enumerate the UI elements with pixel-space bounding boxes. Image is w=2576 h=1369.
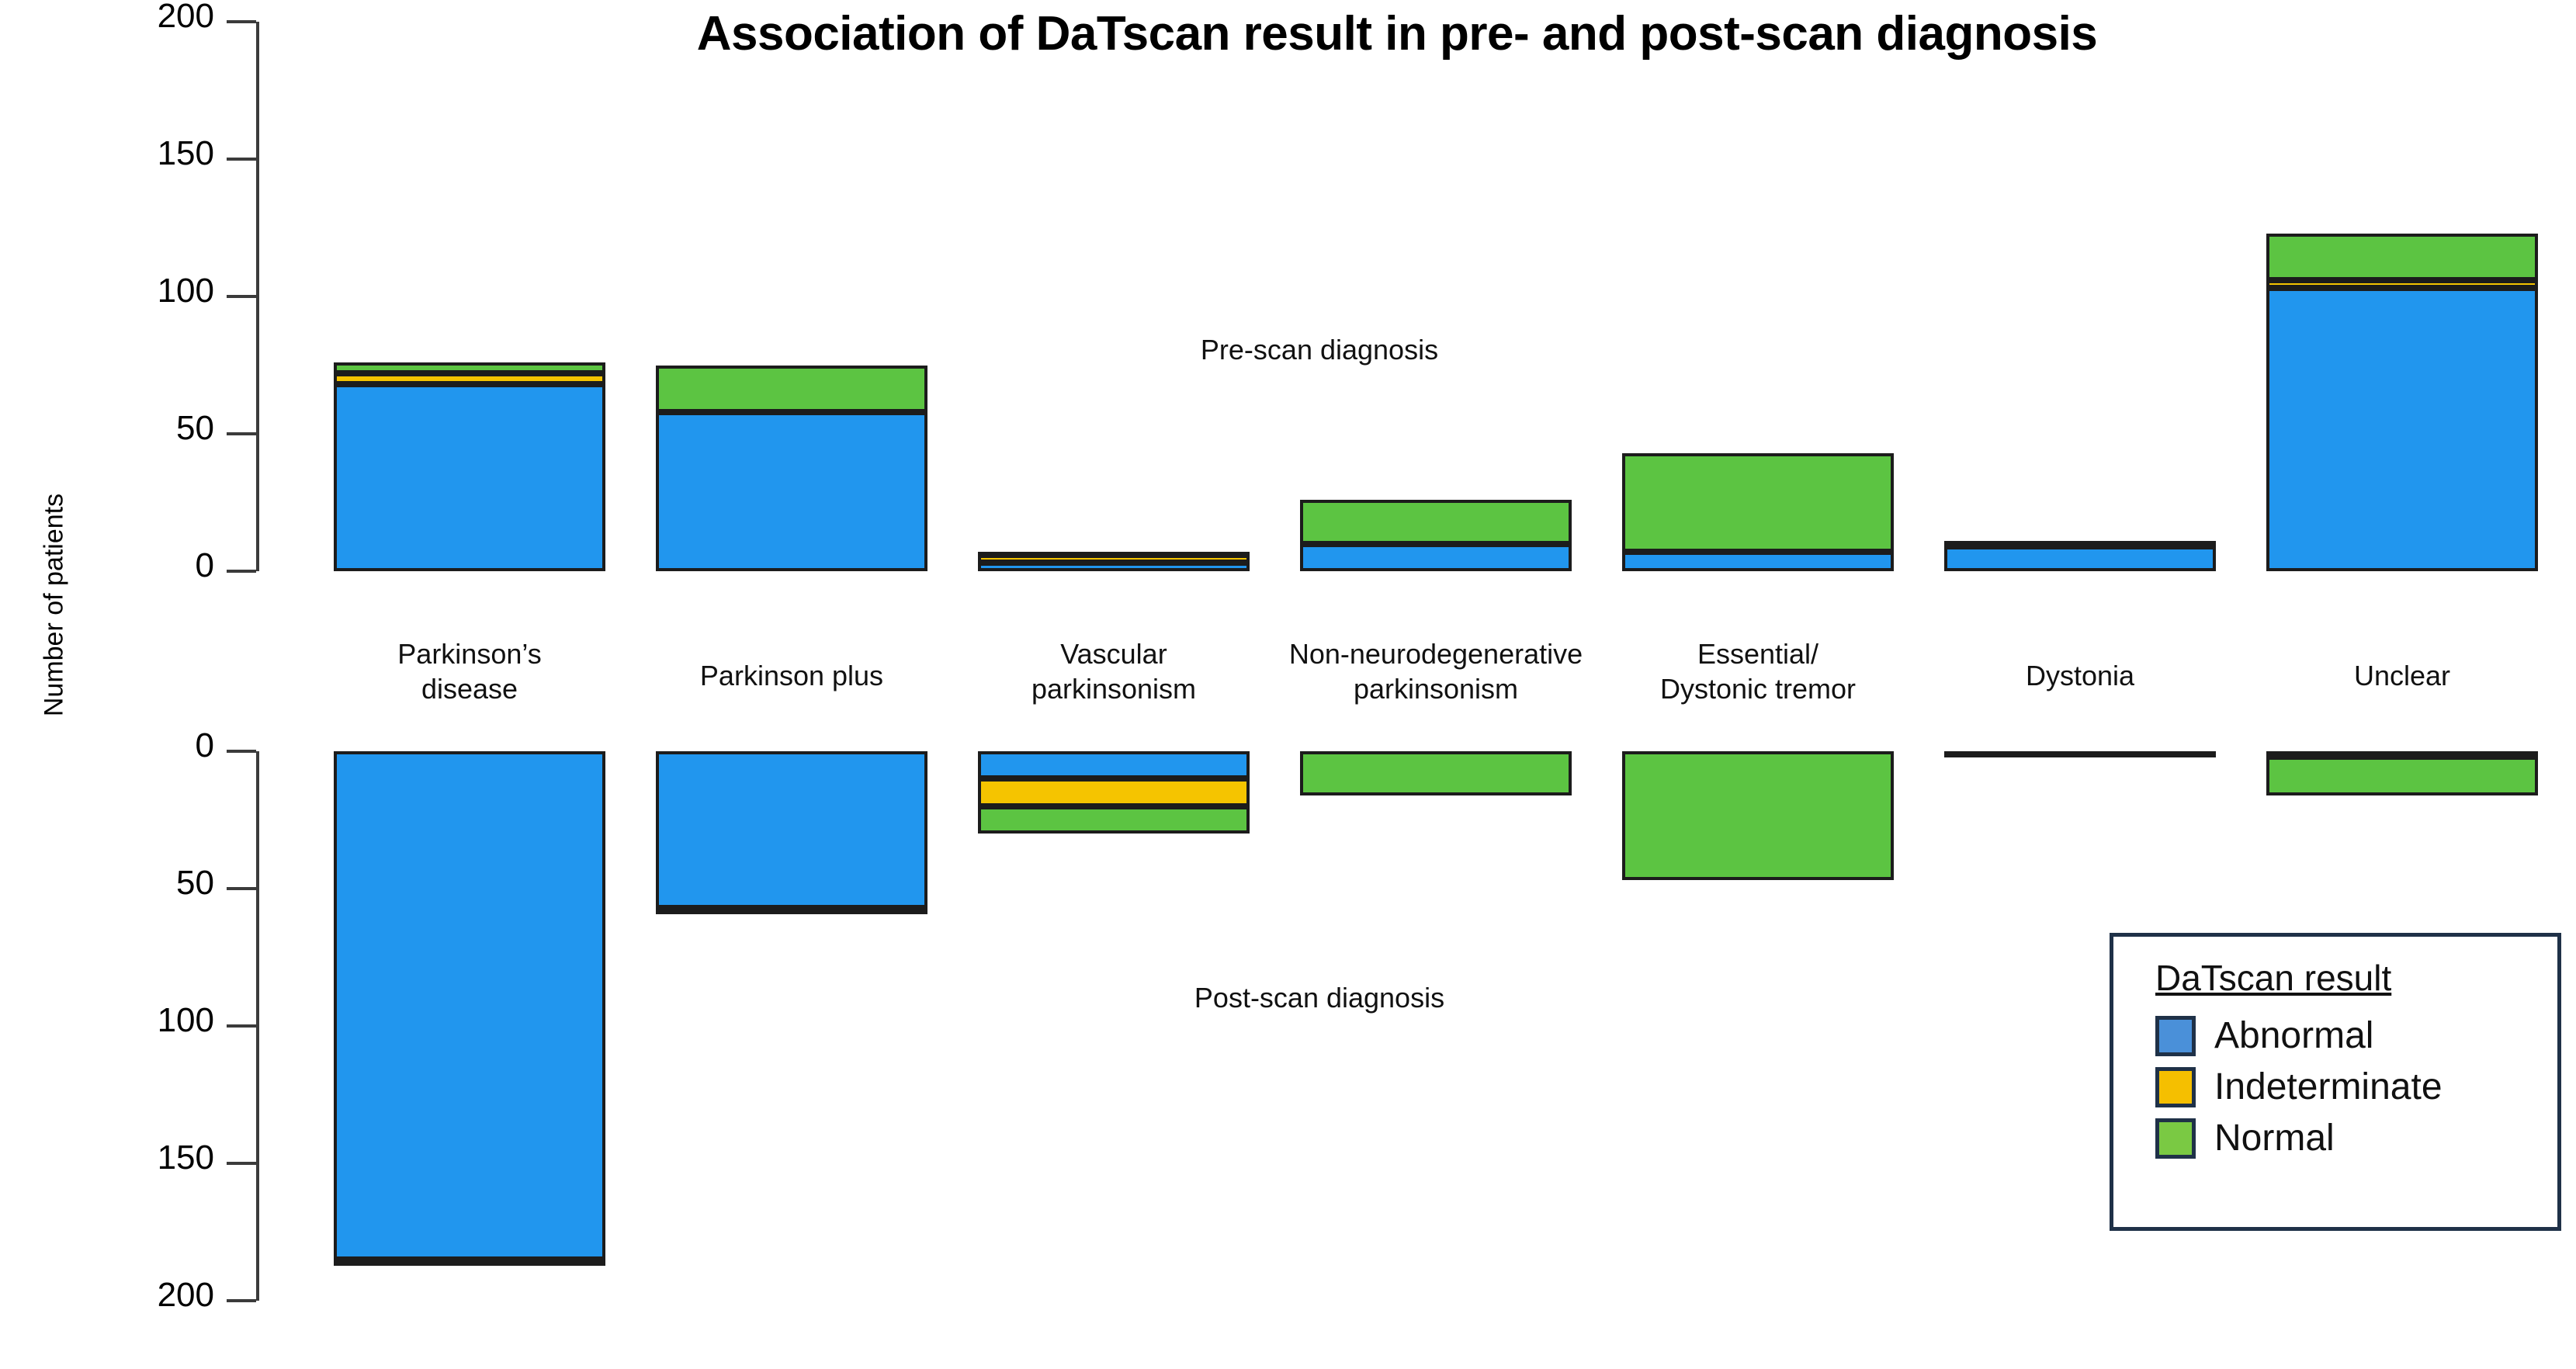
x-axis-category-label-line: disease xyxy=(421,673,518,705)
y-tick-pre-200 xyxy=(227,20,256,23)
bar-segment-post-0-abnormal[interactable] xyxy=(334,751,605,1260)
y-tick-post-150 xyxy=(227,1162,256,1165)
bar-segment-post-2-indeterminate[interactable] xyxy=(978,778,1250,806)
x-axis-category-label-line: parkinsonism xyxy=(1353,673,1519,705)
x-axis-category-label-line: Dystonia xyxy=(2025,660,2135,691)
bar-segment-pre-2-abnormal[interactable] xyxy=(978,563,1250,571)
bar-segment-pre-2-normal[interactable] xyxy=(978,552,1250,559)
bar-segment-pre-4-abnormal[interactable] xyxy=(1622,552,1894,571)
y-tick-label-pre-150: 150 xyxy=(157,134,214,172)
bar-segment-pre-6-indeterminate[interactable] xyxy=(2266,279,2538,289)
page-title: Association of DaTscan result in pre- an… xyxy=(696,7,2098,61)
y-tick-label-post-150: 150 xyxy=(157,1139,214,1177)
bar-segment-pre-6-abnormal[interactable] xyxy=(2266,288,2538,571)
y-tick-label-pre-0: 0 xyxy=(195,546,214,584)
legend-title: DaTscan result xyxy=(2155,958,2392,998)
y-tick-post-50 xyxy=(227,887,256,890)
post-scan-annotation: Post-scan diagnosis xyxy=(1194,982,1445,1014)
y-tick-pre-100 xyxy=(227,295,256,298)
x-axis-category-label-line: parkinsonism xyxy=(1031,673,1197,705)
bar-segment-post-2-normal[interactable] xyxy=(978,806,1250,834)
bar-segment-pre-3-abnormal[interactable] xyxy=(1300,543,1572,571)
y-tick-pre-50 xyxy=(227,432,256,435)
bar-segment-post-6-abnormal[interactable] xyxy=(2266,751,2538,757)
y-tick-label-post-200: 200 xyxy=(157,1276,214,1314)
legend-swatch-normal xyxy=(2155,1118,2196,1159)
bar-segment-pre-5-normal[interactable] xyxy=(1944,541,2216,548)
legend-label-normal: Normal xyxy=(2214,1118,2335,1159)
bar-segment-post-1-normal[interactable] xyxy=(656,907,927,914)
x-axis-category-label-1: Parkinson plus xyxy=(625,658,959,693)
bar-segment-pre-5-abnormal[interactable] xyxy=(1944,546,2216,571)
bar-segment-pre-0-abnormal[interactable] xyxy=(334,384,605,571)
legend: DaTscan result Abnormal Indeterminate No… xyxy=(2110,933,2561,1231)
x-axis-category-label-5: Dystonia xyxy=(1913,658,2247,693)
y-tick-pre-150 xyxy=(227,158,256,161)
y-tick-label-pre-100: 100 xyxy=(157,272,214,310)
y-tick-label-post-100: 100 xyxy=(157,1001,214,1039)
x-axis-category-label-line: Dystonic tremor xyxy=(1659,673,1857,705)
bar-segment-pre-1-abnormal[interactable] xyxy=(656,411,927,571)
bar-segment-post-1-abnormal[interactable] xyxy=(656,751,927,908)
pre-scan-annotation: Pre-scan diagnosis xyxy=(1200,334,1439,366)
x-axis-category-label-4: Essential/Dystonic tremor xyxy=(1591,636,1925,706)
x-axis-category-label-line: Essential/ xyxy=(1697,638,1819,670)
legend-item-indeterminate[interactable]: Indeterminate xyxy=(2155,1067,2557,1107)
bar-segment-pre-3-normal[interactable] xyxy=(1300,499,1572,544)
bar-segment-post-0-normal[interactable] xyxy=(334,1259,605,1266)
bar-segment-post-5-normal[interactable] xyxy=(1944,751,2216,757)
x-axis-category-label-line: Non-neurodegenerative xyxy=(1288,638,1583,670)
y-tick-post-200 xyxy=(227,1299,256,1302)
y-tick-label-post-0: 0 xyxy=(195,726,214,764)
bar-segment-post-6-normal[interactable] xyxy=(2266,757,2538,795)
bar-segment-post-4-normal[interactable] xyxy=(1622,751,1894,881)
legend-swatch-indeterminate xyxy=(2155,1067,2196,1107)
bar-segment-pre-1-normal[interactable] xyxy=(656,365,927,412)
y-axis-spine-pre xyxy=(256,22,259,571)
x-axis-category-label-line: Vascular xyxy=(1060,638,1167,670)
x-axis-category-label-line: Unclear xyxy=(2353,660,2451,691)
y-tick-label-pre-50: 50 xyxy=(176,409,214,447)
x-axis-category-label-6: Unclear xyxy=(2235,658,2569,693)
y-axis-spine-post xyxy=(256,751,259,1301)
legend-item-normal[interactable]: Normal xyxy=(2155,1118,2557,1159)
x-axis-category-label-line: Parkinson plus xyxy=(699,660,884,691)
bar-segment-post-3-normal[interactable] xyxy=(1300,751,1572,795)
legend-swatch-abnormal xyxy=(2155,1016,2196,1056)
bar-segment-post-2-abnormal[interactable] xyxy=(978,751,1250,779)
bar-segment-pre-6-normal[interactable] xyxy=(2266,233,2538,280)
y-tick-post-100 xyxy=(227,1024,256,1028)
y-tick-post-0 xyxy=(227,750,256,753)
legend-item-abnormal[interactable]: Abnormal xyxy=(2155,1016,2557,1056)
bar-segment-pre-0-indeterminate[interactable] xyxy=(334,373,605,385)
legend-label-abnormal: Abnormal xyxy=(2214,1015,2374,1056)
y-tick-label-post-50: 50 xyxy=(176,864,214,902)
y-axis-label: Number of patients xyxy=(39,493,69,717)
x-axis-category-label-line: Parkinson’s xyxy=(397,638,542,670)
legend-label-indeterminate: Indeterminate xyxy=(2214,1066,2443,1107)
bar-segment-pre-0-normal[interactable] xyxy=(334,362,605,374)
y-tick-pre-0 xyxy=(227,570,256,573)
y-tick-label-pre-200: 200 xyxy=(157,0,214,35)
bar-segment-pre-4-normal[interactable] xyxy=(1622,452,1894,553)
